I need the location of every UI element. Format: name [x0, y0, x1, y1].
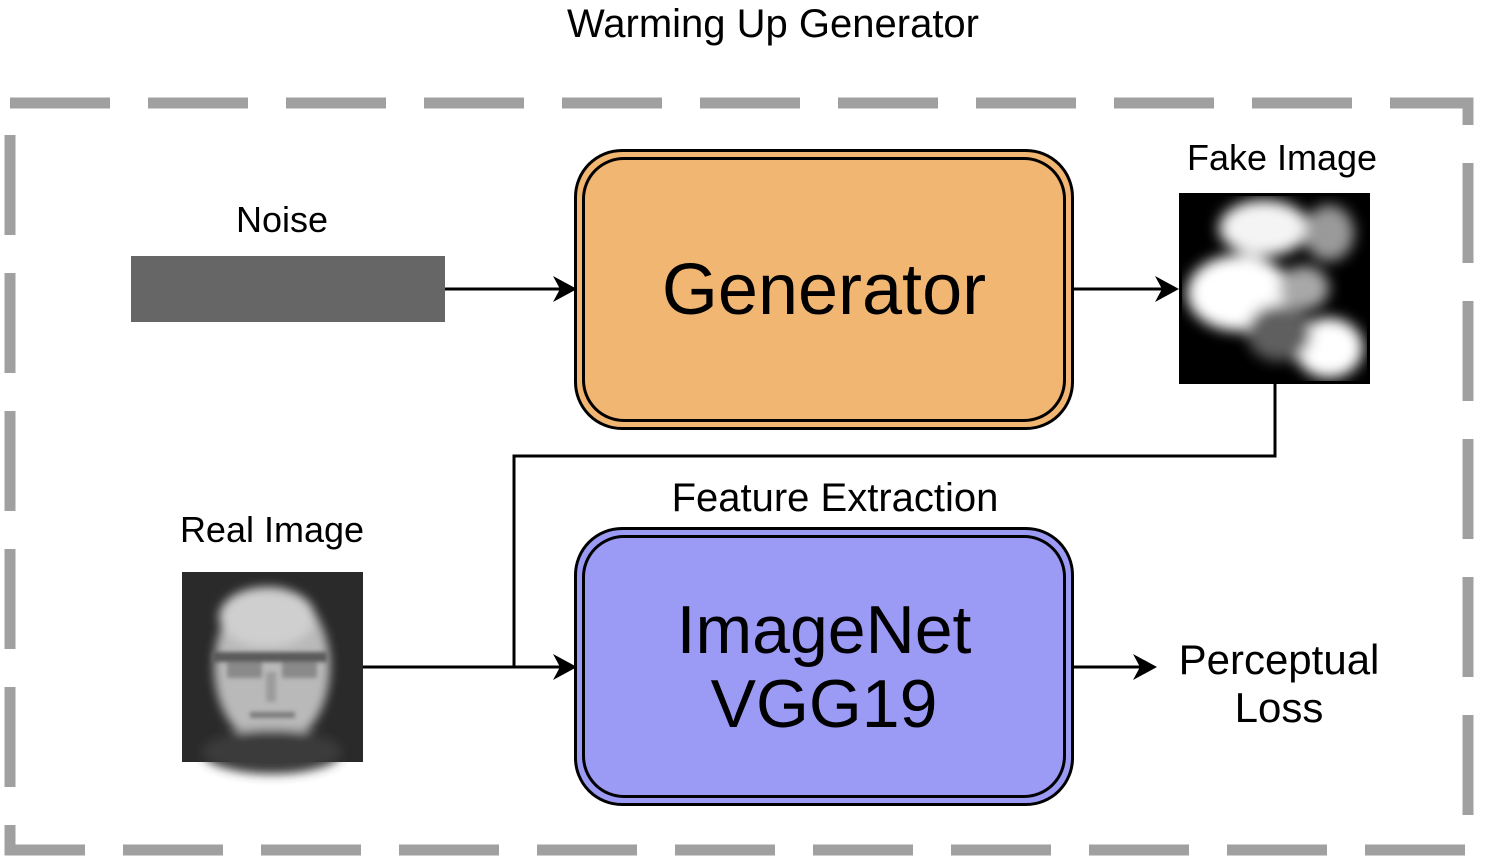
generator-label: Generator	[661, 249, 987, 330]
noise-label: Noise	[235, 199, 329, 240]
generator-box-inner-border	[582, 157, 1066, 422]
generator-box: Generator	[574, 149, 1074, 430]
vgg-box-inner-border	[582, 535, 1066, 798]
perceptual-loss-label: Perceptual Loss	[1178, 636, 1380, 731]
real-image-label: Real Image	[179, 509, 365, 550]
fake-image	[1179, 193, 1370, 384]
vgg-box: ImageNet VGG19	[574, 527, 1074, 806]
noise-to-generator-arrow	[445, 276, 577, 302]
diagram-title: Warming Up Generator	[567, 2, 979, 46]
generator-to-fake-arrow	[1074, 276, 1179, 302]
real-image	[182, 572, 363, 774]
fake-to-vgg-connector	[512, 384, 1277, 667]
vgg-label: ImageNet VGG19	[676, 591, 972, 742]
noise-vector	[131, 256, 445, 322]
real-to-vgg-arrow	[363, 654, 577, 680]
vgg-to-loss-arrow	[1074, 654, 1157, 680]
feature-extraction-label: Feature Extraction	[671, 476, 999, 520]
fake-image-label: Fake Image	[1186, 137, 1378, 178]
